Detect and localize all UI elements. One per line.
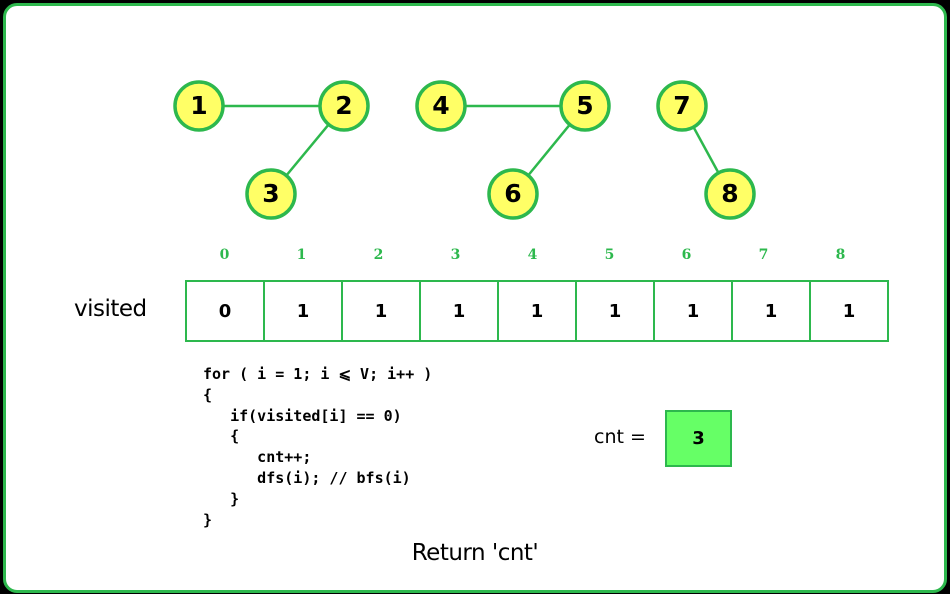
node-label: 1 xyxy=(190,91,207,120)
return-text: Return 'cnt' xyxy=(411,540,539,566)
code-line: { xyxy=(203,385,213,404)
code-line: { xyxy=(230,427,240,446)
node-circle xyxy=(704,168,756,220)
node-circle xyxy=(318,80,370,132)
visited-cell-3: 1 xyxy=(421,282,499,340)
code-block: for ( i = 1; i ⩽ V; i++ ) { if(visited[i… xyxy=(203,364,432,530)
node-7: 7 xyxy=(656,80,708,132)
visited-cell-1: 1 xyxy=(265,282,343,340)
node-label: 4 xyxy=(432,91,449,120)
node-circle xyxy=(559,80,611,132)
graph-nodes: 1 2 3 4 5 6 7 8 xyxy=(173,80,756,220)
node-1: 1 xyxy=(173,80,225,132)
node-label: 2 xyxy=(335,91,352,120)
node-circle xyxy=(656,80,708,132)
visited-index-6: 6 xyxy=(681,247,692,263)
visited-label: visited xyxy=(74,296,147,322)
code-line: dfs(i); // bfs(i) xyxy=(257,468,411,487)
visited-cell-4: 1 xyxy=(499,282,577,340)
visited-cell-7: 1 xyxy=(733,282,811,340)
node-circle xyxy=(245,168,297,220)
node-circle xyxy=(173,80,225,132)
code-line: } xyxy=(203,510,213,529)
visited-cell-8: 1 xyxy=(842,300,856,322)
code-line: for ( i = 1; i ⩽ V; i++ ) xyxy=(203,365,433,383)
visited-cell-2: 1 xyxy=(343,282,421,340)
node-label: 6 xyxy=(504,179,521,208)
node-label: 3 xyxy=(262,179,279,208)
visited-cell-0: 0 xyxy=(187,282,265,340)
cnt-value-box: 3 xyxy=(665,410,732,467)
node-3: 3 xyxy=(245,168,297,220)
node-circle xyxy=(415,80,467,132)
visited-cell-6: 1 xyxy=(655,282,733,340)
cnt-label: cnt = xyxy=(594,426,646,448)
node-label: 5 xyxy=(576,91,593,120)
node-5: 5 xyxy=(559,80,611,132)
code-line: } xyxy=(230,489,240,508)
code-line: if(visited[i] == 0) xyxy=(230,406,402,425)
visited-index-2: 2 xyxy=(373,247,384,263)
node-8: 8 xyxy=(704,168,756,220)
code-line: cnt++; xyxy=(257,448,312,467)
node-6: 6 xyxy=(487,168,539,220)
node-circle xyxy=(487,168,539,220)
visited-index-1: 1 xyxy=(296,247,307,263)
visited-cell-5: 1 xyxy=(577,282,655,340)
node-label: 7 xyxy=(673,91,690,120)
visited-index-8: 8 xyxy=(835,247,846,263)
visited-index-4: 4 xyxy=(527,247,538,263)
node-label: 8 xyxy=(721,179,738,208)
node-2: 2 xyxy=(318,80,370,132)
visited-index-3: 3 xyxy=(450,247,461,263)
visited-index-7: 7 xyxy=(758,247,769,263)
node-4: 4 xyxy=(415,80,467,132)
visited-index-0: 0 xyxy=(219,247,230,263)
visited-index-5: 5 xyxy=(604,247,615,263)
